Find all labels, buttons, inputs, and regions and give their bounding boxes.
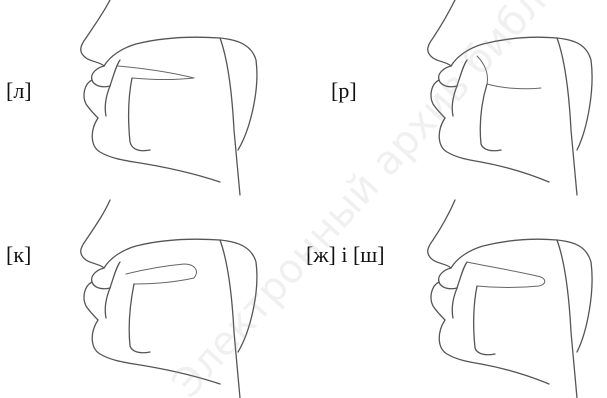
upper-teeth-outline [110,60,120,86]
upper-teeth-outline [457,60,467,86]
tongue-outline [118,66,194,80]
lower-lip-outline [84,282,98,320]
jaw-outline [439,118,481,162]
lower-teeth-outline [105,288,110,318]
lower-teeth-outline [105,86,110,116]
throat-outline [557,38,577,195]
sound-label-l: [л] [6,80,32,102]
throat-outline [220,38,240,195]
upper-lip-outline [92,66,110,87]
nose-outline [81,0,110,66]
articulation-diagram-r [415,0,605,195]
nose-outline [81,200,110,268]
lower-lip-outline [84,80,98,118]
upper-lip-outline [92,268,110,289]
lower-teeth-outline [452,288,457,318]
nose-outline [428,200,455,268]
upper-teeth-outline [110,262,120,288]
articulation-diagram-l [70,0,290,195]
chin-outline [134,162,220,182]
tongue-outline [467,262,545,288]
chin-outline [134,364,220,384]
jaw-outline [92,320,134,364]
throat-outline [220,240,240,398]
lower-lip-outline [431,80,445,118]
tongue-body-outline [129,78,150,151]
tongue-back-outline [126,264,196,284]
sound-label-r: [р] [331,80,357,102]
upper-lip-outline [439,268,457,289]
chin-outline [481,162,549,182]
sound-label-k: [к] [6,244,31,266]
upper-teeth-outline [457,262,467,288]
lower-teeth-outline [452,86,457,116]
articulation-diagram-k [70,200,290,398]
upper-lip-outline [439,66,457,87]
chin-outline [481,364,549,384]
nose-outline [428,0,455,66]
sound-label-zh-sh: [ж] і [ш] [306,244,385,266]
jaw-outline [92,118,134,162]
tongue-body-outline [474,286,495,355]
throat-outline [557,240,577,398]
articulation-diagram-zh-sh [415,200,605,398]
lower-lip-outline [431,282,445,320]
tongue-body-outline [129,284,150,353]
tongue-body-outline [480,84,501,151]
